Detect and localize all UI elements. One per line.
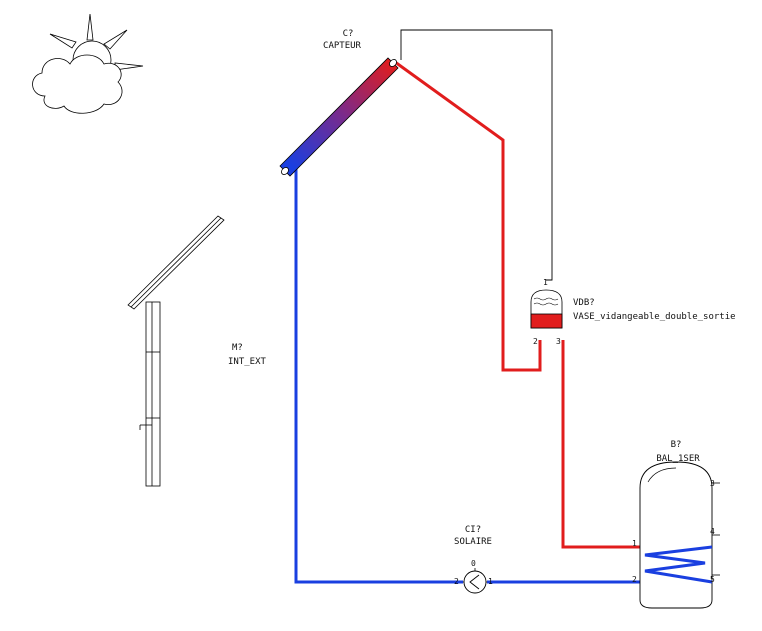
circulator-pump-icon	[463, 568, 487, 594]
solar-collector	[279, 57, 399, 177]
vase-pin-top: 1	[543, 278, 548, 287]
vent-line	[400, 29, 553, 281]
tank-heat-exchanger-coil	[644, 545, 713, 584]
cold-pipe-return	[294, 168, 463, 584]
pump-pin-left: 2	[454, 577, 459, 586]
hot-pipe-collector	[394, 60, 542, 372]
pump-ref: CI?	[465, 525, 481, 535]
drainback-vessel	[530, 289, 563, 329]
ballon-pin-2: 2	[632, 575, 637, 584]
sun-behind-cloud-icon	[32, 13, 144, 114]
ballon-ref: B?	[671, 440, 682, 450]
ballon-pin-5: 5	[710, 575, 715, 584]
ballon-pin-3: 3	[710, 479, 715, 488]
vase-ref: VDB?	[573, 298, 595, 308]
pump-name: SOLAIRE	[454, 537, 492, 547]
ballon-pin-4: 4	[710, 527, 715, 536]
vase-name: VASE_vidangeable_double_sortie	[573, 312, 736, 322]
vase-pin-left: 2	[533, 337, 538, 346]
interface-ref: M?	[232, 343, 243, 353]
capteur-name: CAPTEUR	[323, 41, 362, 51]
storage-tank	[639, 461, 720, 609]
vase-pin-right: 3	[556, 337, 561, 346]
pump-pin-top: 0	[471, 559, 476, 568]
pump-pin-right: 1	[488, 577, 493, 586]
int-ext-symbol	[127, 215, 225, 487]
ballon-pin-1: 1	[632, 539, 637, 548]
ballon-name: BAL_1SER	[656, 454, 700, 464]
capteur-ref: C?	[343, 29, 354, 39]
interface-name: INT_EXT	[228, 357, 267, 367]
